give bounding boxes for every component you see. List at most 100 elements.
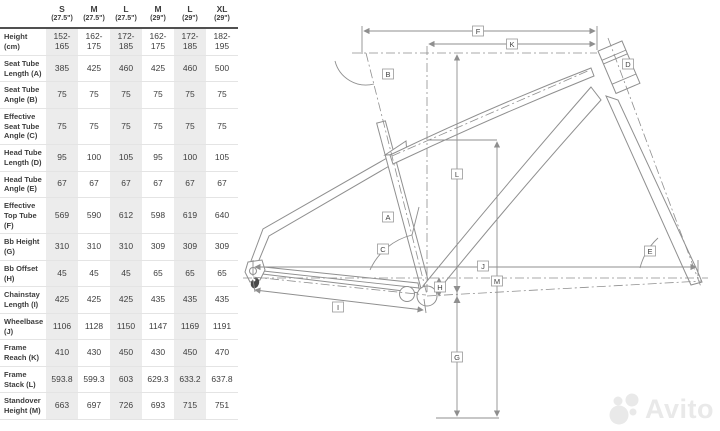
- table-cell: 75: [110, 82, 142, 108]
- table-cell: 65: [217, 267, 227, 278]
- fork-blade: [605, 95, 703, 286]
- table-cell: 697: [86, 400, 102, 411]
- table-cell: 75: [89, 89, 99, 100]
- table-cell: 470: [214, 347, 230, 358]
- table-cell: 309: [174, 234, 206, 260]
- table-cell: 726: [110, 393, 142, 419]
- table-cell: 75: [174, 82, 206, 108]
- table-cell: 1128: [84, 320, 104, 331]
- table-cell: 75: [174, 108, 206, 145]
- svg-text:J: J: [481, 262, 485, 271]
- svg-text:F: F: [476, 27, 481, 36]
- table-cell: 460: [110, 55, 142, 82]
- table-cell: 45: [110, 260, 142, 287]
- table-cell: 435: [174, 287, 206, 313]
- row-label: Frame Reach (K): [4, 343, 40, 363]
- watermark-text: Avito: [645, 393, 714, 424]
- table-cell: 67: [89, 178, 99, 189]
- top-tube: [389, 67, 595, 165]
- table-cell: 67: [174, 171, 206, 198]
- label-M: M: [491, 275, 503, 287]
- table-header-row: S(27.5")M(27.5")L(27.5")M(29")L(29")XL(2…: [0, 0, 238, 30]
- table-cell: 598: [150, 209, 166, 220]
- table-cell: 425: [110, 287, 142, 313]
- table-cell: 75: [110, 108, 142, 145]
- svg-text:L: L: [455, 170, 459, 179]
- table-cell: 410: [46, 340, 78, 366]
- table-cell: 309: [214, 241, 230, 252]
- column-header: M(27.5"): [83, 4, 105, 22]
- table-cell: 75: [89, 120, 99, 131]
- table-cell: 105: [110, 145, 142, 171]
- seatstay-tube: [250, 157, 392, 266]
- label-A: A: [382, 211, 394, 223]
- svg-text:G: G: [454, 353, 460, 362]
- seat-tube-axis: [365, 52, 428, 296]
- label-J: J: [477, 260, 489, 272]
- label-D: D: [622, 58, 634, 70]
- label-F: F: [472, 25, 484, 37]
- row-label: Frame Stack (L): [4, 369, 36, 389]
- frame-tubes: [244, 40, 703, 307]
- table-cell: 450: [110, 340, 142, 366]
- svg-text:D: D: [625, 60, 631, 69]
- label-I: I: [332, 301, 344, 313]
- down-tube: [422, 86, 602, 299]
- corner-cell: [0, 4, 46, 23]
- table-cell: 590: [86, 209, 102, 220]
- label-E: E: [644, 245, 656, 257]
- column-header: M(29"): [150, 4, 166, 22]
- table-cell: 569: [46, 198, 78, 234]
- table-cell: 75: [153, 89, 163, 100]
- table-cell: 603: [110, 366, 142, 393]
- table-cell: 640: [214, 209, 230, 220]
- table-cell: 430: [150, 347, 166, 358]
- table-cell: 633.2: [174, 366, 206, 393]
- table-cell: 612: [110, 198, 142, 234]
- table-cell: 1191: [212, 320, 232, 331]
- table-cell: 425: [86, 62, 102, 73]
- avito-logo-icon: [609, 393, 639, 425]
- table-cell: 67: [217, 178, 227, 189]
- table-cell: 599.3: [83, 373, 105, 384]
- table-cell: 430: [86, 347, 102, 358]
- diagram-labels: F K B D A: [332, 25, 656, 363]
- label-G: G: [451, 351, 463, 363]
- seat-angle-arc-B: [334, 60, 375, 86]
- table-cell: 162-175: [149, 31, 167, 52]
- table-cell: 182-195: [213, 31, 231, 52]
- table-cell: 1147: [148, 320, 168, 331]
- column-header: L(29"): [182, 4, 198, 22]
- row-label: Wheelbase (J): [4, 316, 44, 336]
- table-cell: 693: [150, 400, 166, 411]
- label-K: K: [506, 38, 518, 50]
- svg-text:M: M: [494, 277, 500, 286]
- row-label: Chainstay Length (I): [4, 290, 40, 310]
- table-cell: 75: [46, 108, 78, 145]
- row-label: Seat Tube Angle (B): [4, 85, 40, 105]
- head-tube: [597, 40, 641, 95]
- table-cell: 751: [214, 400, 230, 411]
- table-cell: 152-165: [46, 29, 78, 55]
- bb-to-front-axle-line: [426, 280, 703, 297]
- row-label: Effective Top Tube (F): [4, 201, 37, 230]
- table-cell: 1150: [110, 313, 142, 340]
- row-label: Seat Tube Length (A): [4, 58, 42, 78]
- column-header: L(27.5"): [115, 4, 137, 22]
- label-H: H: [434, 281, 446, 293]
- row-label: Head Tube Length (D): [4, 148, 42, 167]
- table-cell: 629.3: [147, 373, 169, 384]
- svg-text:A: A: [385, 213, 390, 222]
